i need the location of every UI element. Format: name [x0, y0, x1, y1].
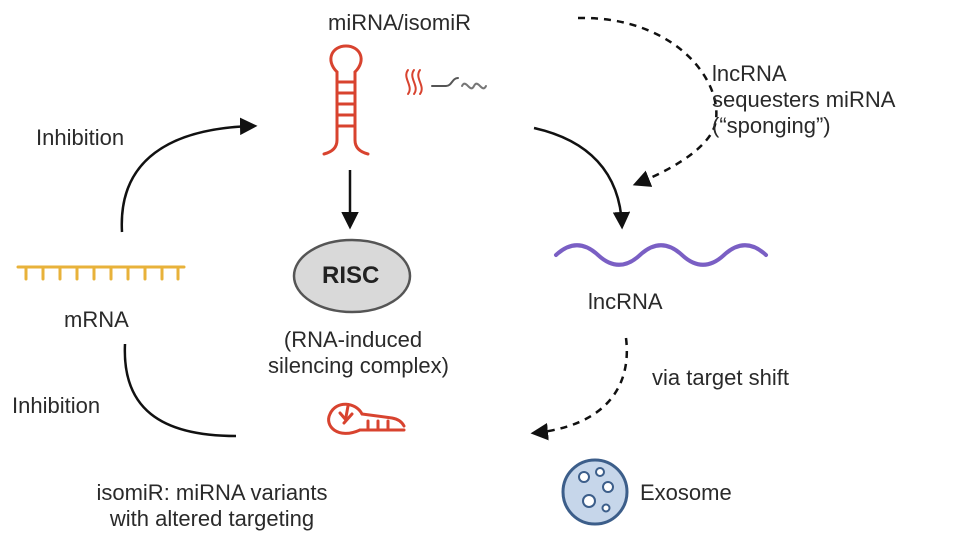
arrow-target-shift-dashed [530, 337, 629, 441]
arrow-sponging-dashed [577, 16, 718, 187]
lncrna-sponging-line-1: lncRNA [712, 61, 787, 86]
lncrna-strand-icon [554, 243, 768, 267]
isomir-description-line-2: with altered targeting [109, 505, 315, 531]
risc-description-line-1: (RNA-induced [283, 327, 423, 352]
mrna-label: mRNA [64, 307, 129, 332]
inhibition-top-label: Inhibition [36, 125, 125, 150]
lncrna-sponging-label: lncRNA sequesters miRNA (“sponging”) [712, 61, 895, 139]
isomir-loop-icon [327, 402, 406, 435]
risc-description-line-2: silencing complex) [268, 352, 449, 378]
exosome-icon [561, 458, 629, 526]
risc-complex-shape [292, 238, 412, 314]
isomir-description: isomiR: miRNA variants with altered targ… [72, 480, 352, 532]
via-target-shift-label: via target shift [652, 365, 789, 390]
arrow-inhibition-top [120, 117, 258, 233]
lncrna-sponging-line-3: (“sponging”) [712, 112, 831, 138]
mirna-hairpin-icon [322, 44, 370, 156]
risc-description: (RNA-induced silencing complex) [268, 327, 449, 379]
isomir-description-line-1: isomiR: miRNA variants [96, 480, 328, 505]
arrow-mirna-to-lncrna [533, 126, 631, 230]
mrna-strand-icon [16, 265, 186, 281]
inhibition-bottom-label: Inhibition [12, 393, 101, 418]
mirna-isomir-label: miRNA/isomiR [328, 10, 471, 35]
exosome-label: Exosome [640, 480, 732, 505]
isomir-variant-squiggles-icon [405, 69, 487, 95]
risc-label: RISC [322, 262, 380, 289]
arrow-inhibition-bottom [123, 343, 237, 438]
lncrna-label: lncRNA [588, 289, 663, 314]
lncrna-sponging-line-2: sequesters miRNA [712, 86, 896, 112]
